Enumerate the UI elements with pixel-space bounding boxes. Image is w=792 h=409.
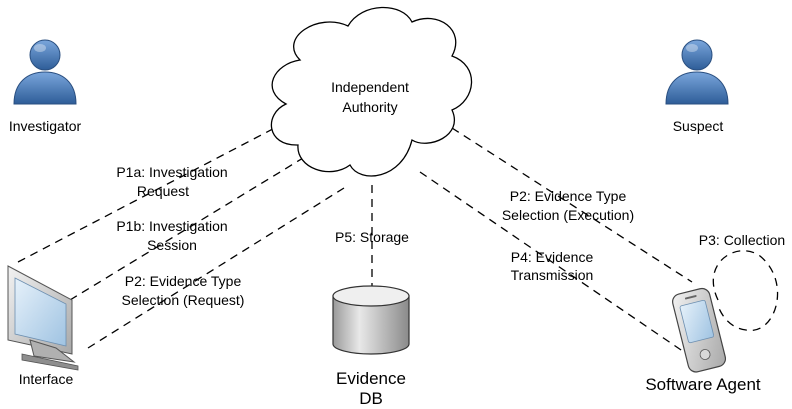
edge-p2-request [87,187,345,349]
cloud-icon [270,6,473,177]
investigator-node: Investigator [9,39,82,134]
computer-monitor-icon [7,265,79,371]
edge-p2-execution [451,127,693,283]
edge-p1b-label-line2: Session [147,237,197,253]
edge-p4-label-line2: Transmission [511,267,594,283]
edge-p5-label: P5: Storage [335,229,409,245]
independent-authority-cloud: Independent Authority [270,6,473,177]
edge-labels: P1a: Investigation Request P1b: Investig… [116,164,785,308]
software-agent-node: Software Agent [645,287,761,394]
edge-p1a-label-line2: Request [137,183,189,199]
edge-p1a-label-line1: P1a: Investigation [116,164,227,180]
software-agent-label: Software Agent [645,375,761,394]
evidence-db-label-line2: DB [359,389,383,408]
person-icon [665,39,729,105]
database-cylinder-icon [332,285,410,355]
edge-p2-request-label-line2: Selection (Request) [122,292,245,308]
edge-p2-execution-label-line2: Selection (Execution) [502,207,634,223]
connections [17,119,779,353]
person-icon [13,39,77,105]
edge-p4-label-line1: P4: Evidence [511,249,594,265]
interface-node: Interface [7,265,79,387]
edge-p3-loop [712,250,779,331]
edge-p2-execution-label-line1: P2: Evidence Type [510,188,627,204]
suspect-label: Suspect [673,118,724,134]
authority-label-line1: Independent [331,79,409,95]
edge-p1a [17,119,291,263]
edge-p1b [69,154,309,301]
evidence-db-label-line1: Evidence [336,369,406,388]
edge-p1b-label-line1: P1b: Investigation [116,218,227,234]
investigator-label: Investigator [9,118,82,134]
edge-p4 [419,171,685,353]
edge-p3-label: P3: Collection [699,232,785,248]
suspect-node: Suspect [665,39,729,134]
evidence-db-node: Evidence DB [332,285,410,408]
edge-p2-request-label-line1: P2: Evidence Type [125,273,242,289]
interface-label: Interface [19,371,74,387]
authority-label-line2: Authority [342,99,397,115]
mobile-phone-icon [672,287,727,373]
